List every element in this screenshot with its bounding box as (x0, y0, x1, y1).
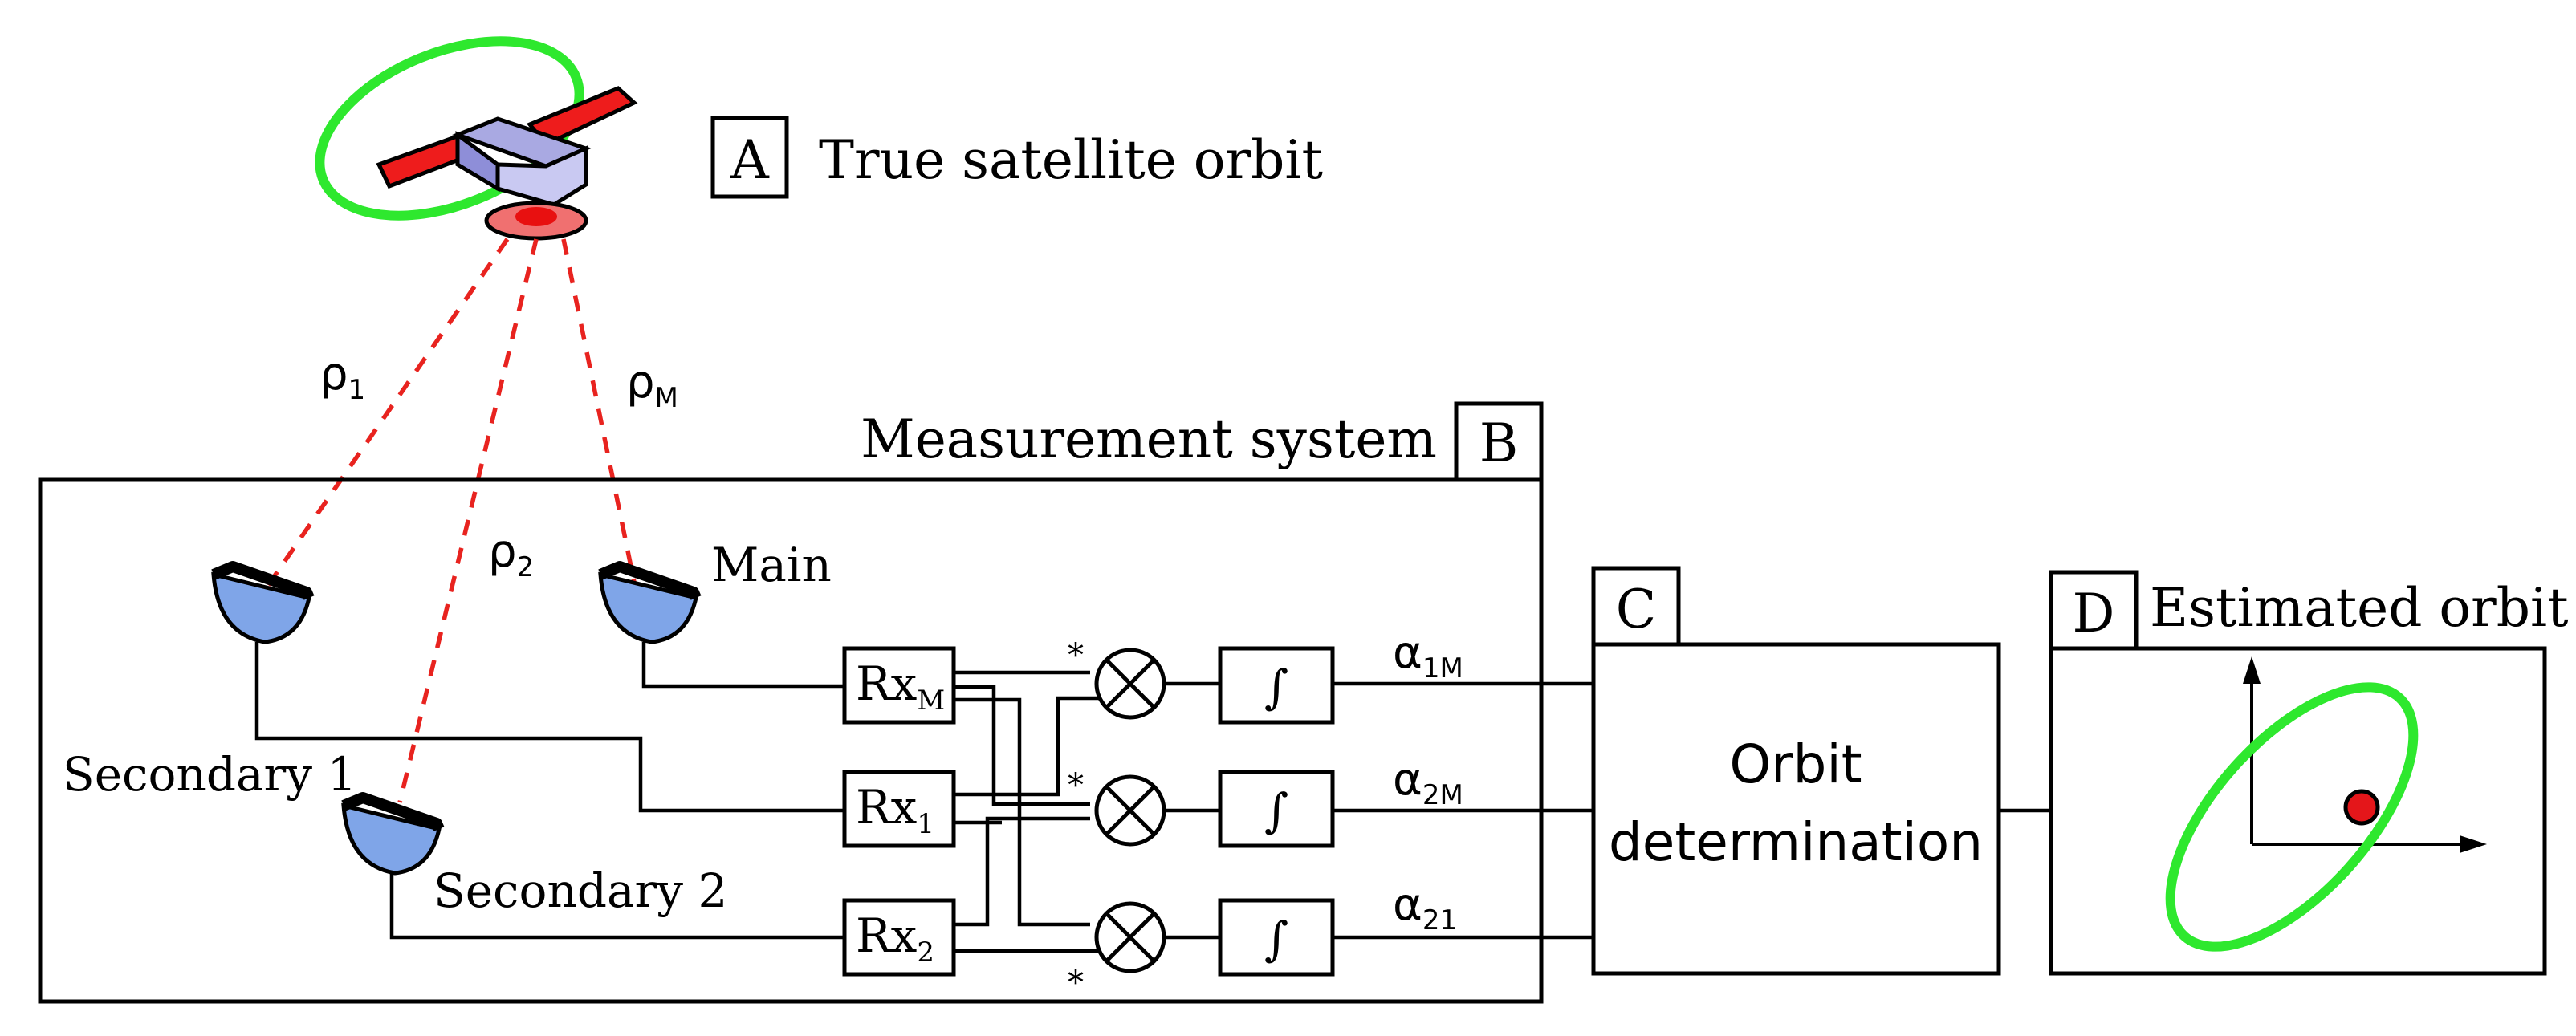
range-label-rho2: ρ2 (488, 526, 534, 583)
antenna-dish-icon (211, 561, 315, 644)
integrator-icon: ∫ (1218, 770, 1335, 848)
output-label-alpha2M: α2M (1393, 754, 1463, 811)
mixer-icon (1094, 901, 1166, 973)
conjugate-mark-2: * (1068, 767, 1084, 804)
output-label-alpha1M: α1M (1393, 627, 1463, 685)
box-d-letter: D (2073, 583, 2115, 644)
box-b-letter: B (1479, 412, 1519, 474)
transmitter-glow (515, 207, 557, 226)
dish-secondary1-bowl (211, 571, 311, 644)
antenna-label-secondary2: Secondary 2 (433, 863, 727, 918)
satellite-icon (315, 36, 638, 241)
box-d (2049, 570, 2139, 651)
dish-main-bowl (598, 571, 698, 644)
antenna-label-main: Main (711, 538, 832, 592)
dish-secondary2-rim (341, 792, 445, 831)
mixer-icon (1094, 774, 1166, 847)
svg-text:RxM: RxM (856, 656, 945, 717)
axes-icon (2243, 656, 2487, 853)
svg-text:Rx2: Rx2 (856, 908, 934, 969)
box-c-letter: C (1616, 579, 1657, 640)
range-label-rho1: ρ1 (319, 348, 365, 406)
box-b (1454, 401, 1544, 482)
beam-rho2 (397, 238, 539, 803)
antenna-label-secondary1: Secondary 1 (63, 747, 356, 802)
receiver-rxM: RxM (842, 646, 956, 725)
measurement-system-label: Measurement system (861, 408, 1437, 470)
dish-main-rim (598, 561, 702, 600)
svg-text:∫: ∫ (1264, 783, 1288, 838)
wire-sec1-to-rx1 (254, 642, 844, 813)
true-orbit-ellipse (315, 36, 584, 221)
svg-text:Rx1: Rx1 (856, 780, 934, 840)
orbit-determination-line1: Orbit (1729, 733, 1862, 795)
antenna-dish-icon (341, 792, 445, 876)
true-orbit-label: True satellite orbit (819, 129, 1323, 191)
svg-text:∫: ∫ (1264, 660, 1288, 714)
satellite-position-marker (2343, 789, 2380, 826)
conjugate-mark-3: * (1068, 965, 1084, 1001)
output-label-alpha21: α21 (1393, 879, 1457, 936)
mixer-icon (1094, 648, 1166, 720)
box-a (710, 116, 789, 199)
beam-rho1 (262, 238, 510, 591)
estimated-orbit-label: Estimated orbit (2150, 577, 2569, 639)
orbit-determination-box (1591, 642, 2001, 976)
estimated-orbit-ellipse (2165, 682, 2419, 952)
dish-secondary1-rim (211, 561, 315, 600)
dish-secondary2-bowl (341, 802, 442, 876)
integrator-icon: ∫ (1218, 898, 1335, 977)
range-label-rhoM: ρM (626, 356, 678, 414)
measurement-system-frame (38, 477, 1544, 1004)
wire-sec2-to-rx2 (389, 873, 844, 940)
estimated-orbit-box (2049, 646, 2547, 976)
wire-main-to-rxM (641, 642, 844, 689)
beam-rhoM (561, 238, 638, 591)
receiver-rx2: Rx2 (842, 898, 956, 977)
orbit-determination-line2: determination (1609, 811, 1983, 873)
conjugate-mark-1: * (1068, 637, 1084, 674)
box-a-letter: A (730, 129, 770, 191)
antenna-dish-icon (598, 561, 702, 644)
box-c (1591, 566, 1681, 647)
svg-text:∫: ∫ (1264, 912, 1288, 966)
receiver-rx1: Rx1 (842, 770, 956, 848)
integrator-icon: ∫ (1218, 646, 1335, 725)
satellite-body-side (455, 131, 500, 193)
cross-wiring (954, 670, 1101, 953)
